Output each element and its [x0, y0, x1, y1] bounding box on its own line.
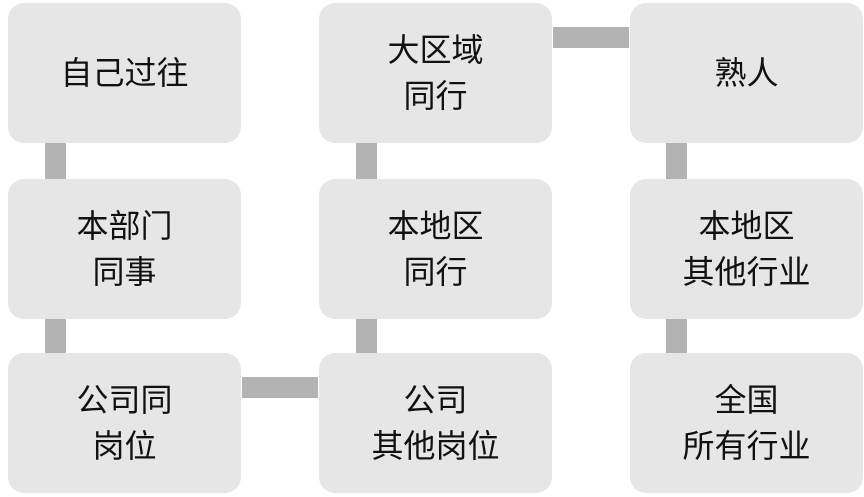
node-label: 岗位 — [92, 427, 157, 465]
node-national-all-industry: 全国 所有行业 — [630, 353, 863, 493]
node-dept-colleague: 本部门 同事 — [8, 179, 241, 319]
node-self-past: 自己过往 — [8, 3, 241, 143]
connector-vertical — [666, 143, 687, 179]
node-label: 大区域 — [387, 31, 484, 69]
node-local-peer: 本地区 同行 — [319, 179, 552, 319]
connector-vertical — [356, 319, 377, 355]
node-company-other-post: 公司 其他岗位 — [319, 353, 552, 493]
node-label: 本地区 — [698, 207, 795, 245]
node-label: 其他岗位 — [371, 427, 500, 465]
node-label: 公司 — [403, 381, 468, 419]
node-label: 所有行业 — [682, 427, 811, 465]
connector-vertical — [45, 143, 66, 179]
node-region-peer: 大区域 同行 — [319, 3, 552, 143]
connector-horizontal — [553, 27, 629, 48]
node-acquaintance: 熟人 — [630, 3, 863, 143]
node-label: 自己过往 — [60, 54, 189, 92]
node-label: 公司同 — [76, 381, 173, 419]
node-label: 同行 — [403, 253, 468, 291]
node-label: 同行 — [403, 77, 468, 115]
connector-horizontal — [242, 377, 318, 398]
node-label: 本部门 — [76, 207, 173, 245]
node-label: 其他行业 — [682, 253, 811, 291]
connector-vertical — [356, 143, 377, 179]
node-label: 全国 — [714, 381, 779, 419]
node-label: 本地区 — [387, 207, 484, 245]
node-local-other-industry: 本地区 其他行业 — [630, 179, 863, 319]
node-label: 熟人 — [714, 54, 779, 92]
connector-vertical — [45, 319, 66, 355]
connector-vertical — [666, 319, 687, 355]
node-company-same-post: 公司同 岗位 — [8, 353, 241, 493]
node-label: 同事 — [92, 253, 157, 291]
